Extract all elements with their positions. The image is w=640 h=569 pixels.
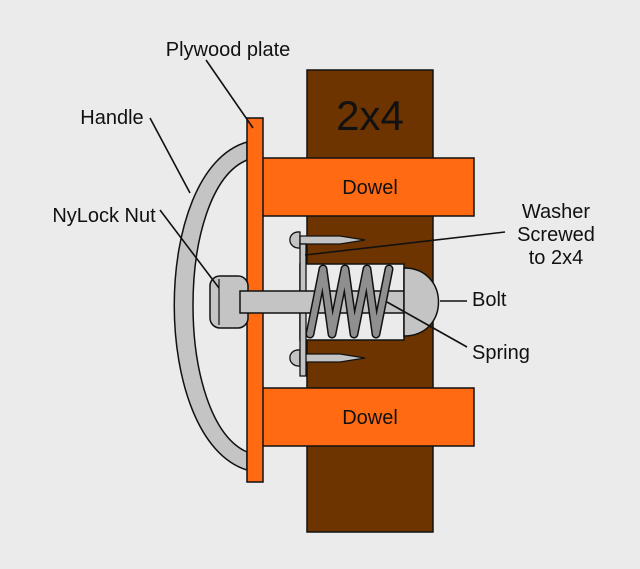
leader-plywood	[205, 59, 254, 129]
upper-screw	[289, 231, 366, 249]
leader-washer	[304, 231, 506, 256]
label-washer-3: to 2x4	[529, 247, 583, 269]
label-washer-2: Screwed	[517, 224, 595, 246]
label-plywood: Plywood plate	[166, 39, 291, 61]
label-dowel-bottom: Dowel	[342, 407, 398, 429]
label-handle: Handle	[80, 107, 143, 129]
leader-spring	[386, 301, 468, 348]
dowel-top	[261, 157, 475, 217]
leader-lines	[149, 59, 506, 348]
label-dowel-top: Dowel	[342, 177, 398, 199]
dowel-bottom	[261, 387, 475, 447]
label-lumber: 2x4	[336, 92, 404, 139]
label-washer-1: Washer	[522, 201, 591, 223]
spring	[305, 264, 394, 339]
label-spring: Spring	[472, 342, 530, 364]
bolt-head	[403, 267, 440, 337]
leader-nut	[159, 209, 220, 289]
label-bolt: Bolt	[472, 289, 507, 311]
label-nut: NyLock Nut	[52, 205, 156, 227]
leader-handle	[149, 117, 191, 194]
